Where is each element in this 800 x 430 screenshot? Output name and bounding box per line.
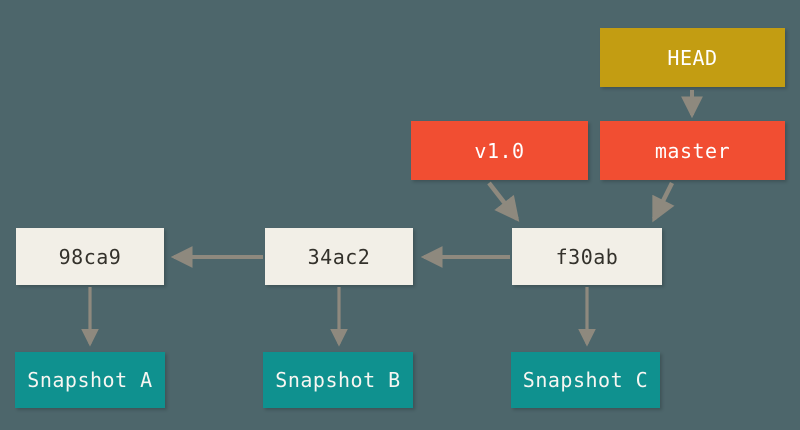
arrow-master-to-f30ab	[651, 181, 675, 223]
snapshot-a-box: Snapshot A	[15, 352, 165, 408]
commit-98ca9-label: 98ca9	[58, 244, 122, 269]
tag-v1.0-label: v1.0	[474, 138, 525, 163]
commit-f30ab-label: f30ab	[555, 244, 619, 269]
head-ref-label: HEAD	[667, 45, 718, 70]
commit-f30ab-box: f30ab	[512, 228, 662, 285]
snapshot-b-label: Snapshot B	[275, 368, 401, 392]
tag-v1.0-box: v1.0	[411, 121, 588, 180]
arrow-v1.0-to-f30ab	[487, 181, 520, 222]
snapshot-c-box: Snapshot C	[511, 352, 660, 408]
commit-34ac2-label: 34ac2	[307, 244, 371, 269]
master-branch-label: master	[654, 138, 731, 163]
snapshot-c-label: Snapshot C	[522, 368, 649, 392]
commit-98ca9-box: 98ca9	[16, 228, 164, 285]
master-branch-box: master	[600, 121, 785, 180]
commit-34ac2-box: 34ac2	[265, 228, 413, 285]
head-ref-box: HEAD	[600, 28, 785, 87]
snapshot-b-box: Snapshot B	[263, 352, 413, 408]
snapshot-a-label: Snapshot A	[27, 368, 153, 392]
